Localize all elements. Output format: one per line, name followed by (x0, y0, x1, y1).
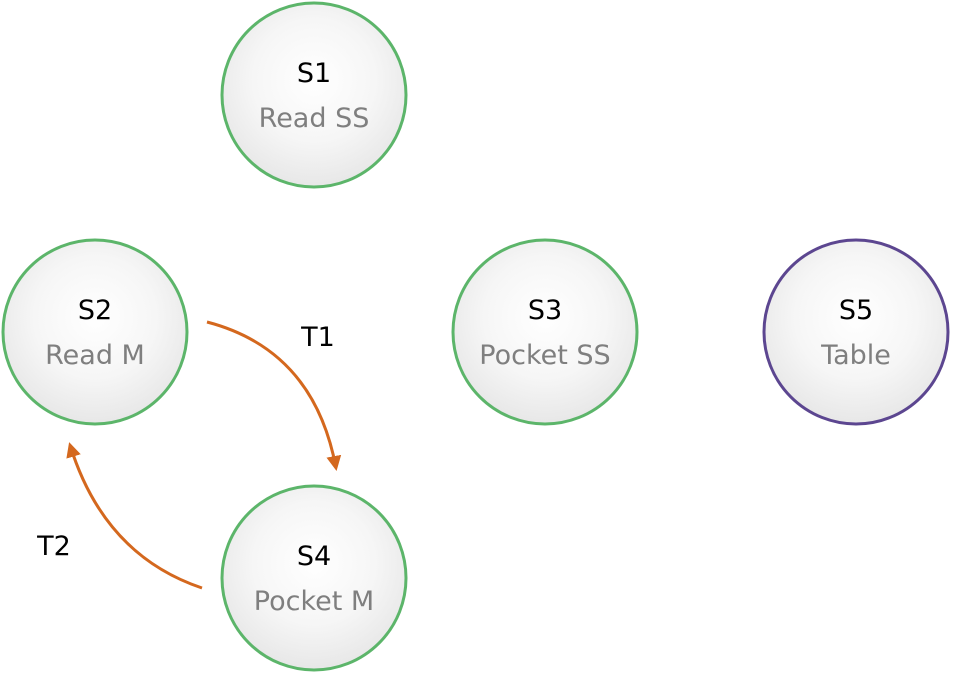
state-s2-node (1, 238, 189, 426)
state-s1-desc: Read SS (259, 103, 370, 134)
transition-t2-edge (66, 442, 203, 590)
state-s5-id: S5 (839, 295, 873, 326)
state-s4: S4 Pocket M (220, 484, 408, 672)
state-s4-node (220, 484, 408, 672)
state-s4-desc: Pocket M (254, 586, 374, 617)
state-s5-node (762, 238, 950, 426)
state-s3-node (451, 238, 639, 426)
state-s5: S5 Table (762, 238, 950, 426)
state-s3-id: S3 (528, 295, 562, 326)
transition-t1-label: T1 (300, 322, 335, 353)
state-s3: S3 Pocket SS (451, 238, 639, 426)
state-s1: S1 Read SS (220, 1, 408, 189)
state-s5-desc: Table (820, 340, 891, 371)
state-s3-desc: Pocket SS (479, 340, 610, 371)
state-s4-id: S4 (297, 541, 331, 572)
state-s2-desc: Read M (45, 340, 145, 371)
transition-t1-edge (206, 320, 342, 471)
transition-t2-label: T2 (36, 531, 71, 562)
state-s2: S2 Read M (1, 238, 189, 426)
state-s1-node (220, 1, 408, 189)
state-s2-id: S2 (78, 295, 112, 326)
state-s1-id: S1 (297, 58, 331, 89)
